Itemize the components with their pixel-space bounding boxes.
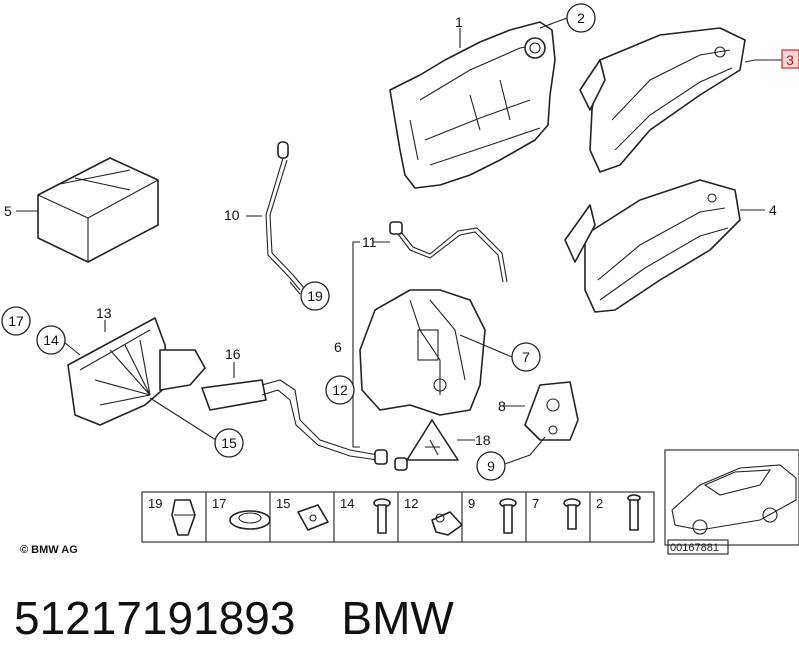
part-warning-label[interactable] xyxy=(406,419,459,461)
strip-cell-14: 14 xyxy=(340,496,354,511)
callout-7: 7 xyxy=(522,349,530,365)
callout-14: 14 xyxy=(43,332,59,348)
part-outside-handle-primed[interactable] xyxy=(579,27,746,173)
callout-5: 5 xyxy=(4,203,12,219)
callout-13: 13 xyxy=(96,305,112,321)
part-number: 51217191893 xyxy=(14,592,296,644)
vehicle-thumbnail: 00167881 xyxy=(664,449,799,555)
strip-pin-icon xyxy=(627,494,641,531)
parts-diagram: 1 2 3 4 5 6 7 8 9 10 11 12 13 14 15 16 1… xyxy=(1,3,799,556)
part-cover[interactable] xyxy=(67,317,206,426)
callout-15: 15 xyxy=(221,435,237,451)
leader-lines xyxy=(16,17,782,465)
callouts: 1 2 3 4 5 6 7 8 9 10 11 12 13 14 15 16 1… xyxy=(1,3,799,481)
strip-grommet-icon xyxy=(229,510,271,530)
callout-10: 10 xyxy=(224,207,240,223)
part-handle-carrier[interactable] xyxy=(389,21,556,189)
callout-3-highlighted: 3 xyxy=(786,52,794,68)
callout-12: 12 xyxy=(332,382,348,398)
callout-6: 6 xyxy=(334,339,342,355)
callout-19: 19 xyxy=(307,288,323,304)
callout-18: 18 xyxy=(475,432,491,448)
callout-9: 9 xyxy=(487,458,495,474)
part-bracket[interactable] xyxy=(524,381,579,441)
part-outside-handle[interactable] xyxy=(564,179,741,313)
strip-cell-7: 7 xyxy=(532,496,539,511)
part-connector[interactable] xyxy=(201,379,408,471)
callout-4: 4 xyxy=(769,202,777,218)
diagram-number: 00167881 xyxy=(670,542,719,554)
strip-screw-icon xyxy=(373,498,391,534)
strip-cell-17: 17 xyxy=(212,496,226,511)
callout-16: 16 xyxy=(225,346,241,362)
part-title: 51217191893 BMW xyxy=(14,583,500,653)
strip-clip-icon xyxy=(171,499,196,536)
strip-bolt-icon xyxy=(499,498,517,534)
part-door-lock[interactable] xyxy=(359,289,486,416)
callout-1: 1 xyxy=(455,14,463,30)
parts-strip: 19 17 15 14 12 9 7 2 xyxy=(141,491,655,543)
callout-11: 11 xyxy=(362,234,377,250)
callout-17: 17 xyxy=(8,313,24,329)
brand-name: BMW xyxy=(341,592,454,644)
strip-cell-15: 15 xyxy=(276,496,290,511)
strip-cell-9: 9 xyxy=(468,496,475,511)
copyright-text: © BMW AG xyxy=(20,544,78,556)
strip-cell-19: 19 xyxy=(148,496,162,511)
callout-2: 2 xyxy=(577,10,585,26)
strip-nut-icon xyxy=(297,504,329,531)
part-rod[interactable] xyxy=(265,141,305,291)
callout-8: 8 xyxy=(498,398,506,414)
strip-clamp-icon xyxy=(431,511,463,536)
strip-cell-12: 12 xyxy=(404,496,418,511)
strip-cell-2: 2 xyxy=(596,496,603,511)
part-cable[interactable] xyxy=(389,221,508,283)
strip-bolt-7-icon xyxy=(563,498,581,530)
part-box[interactable] xyxy=(37,157,159,263)
